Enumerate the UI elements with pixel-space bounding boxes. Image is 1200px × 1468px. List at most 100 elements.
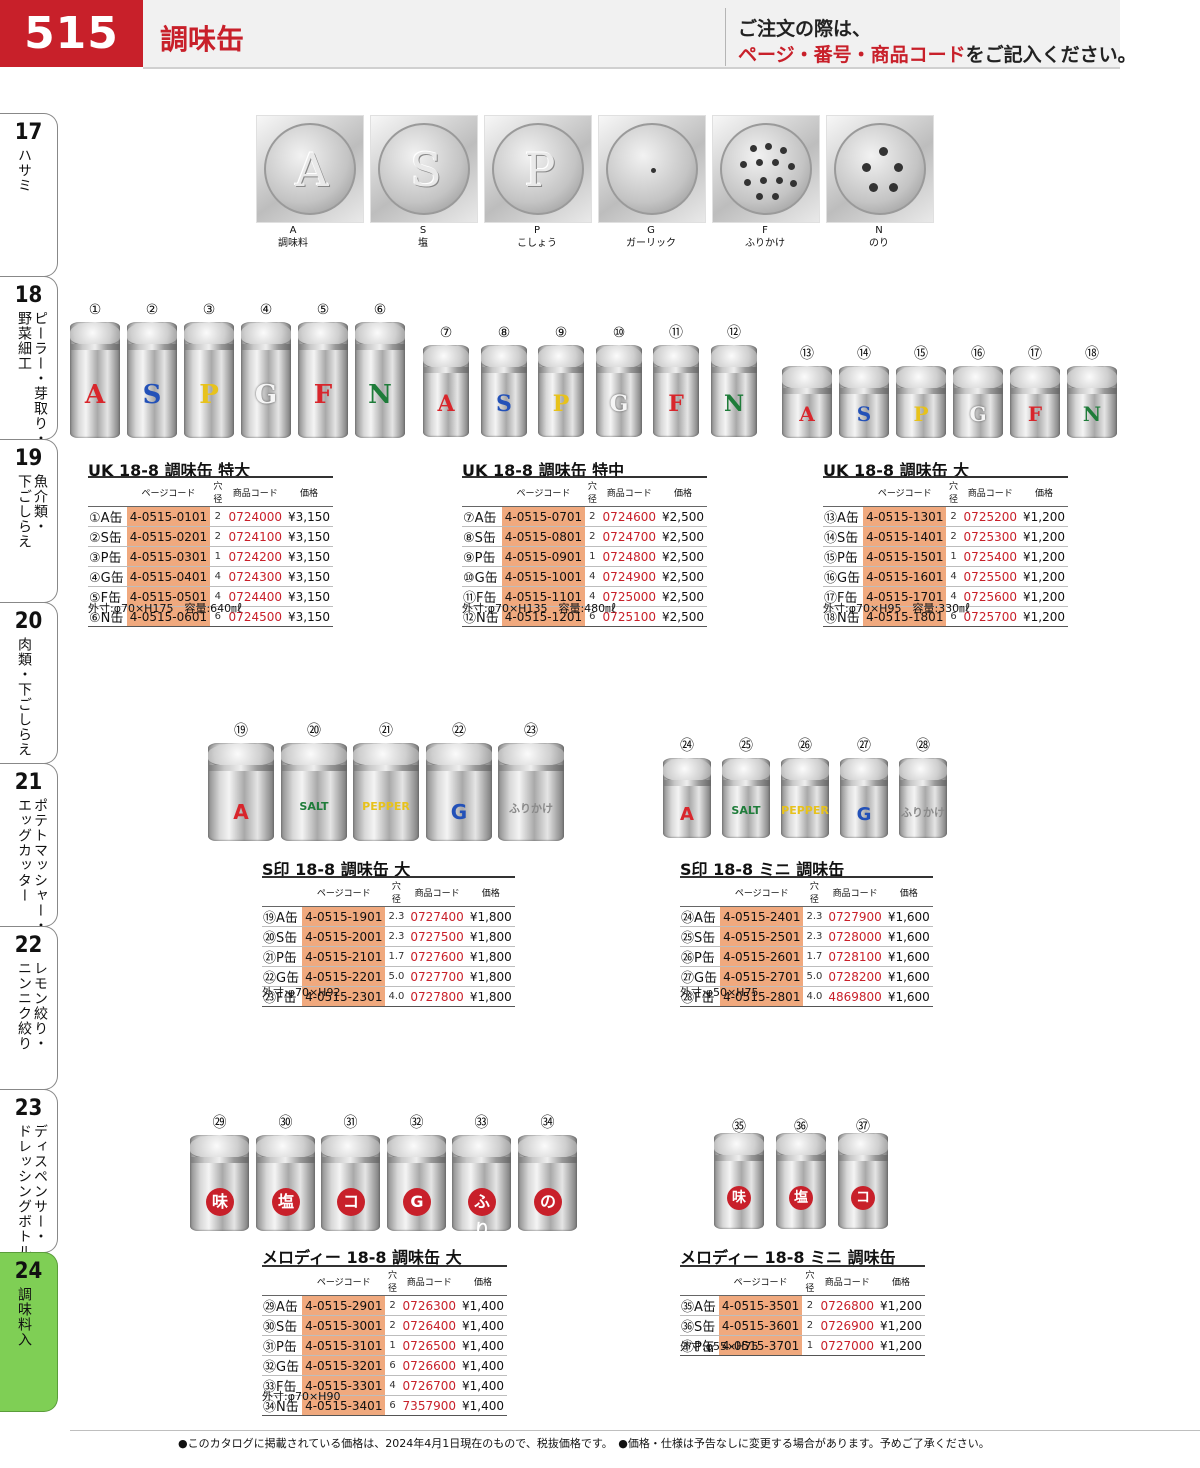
col-page-code: ページコード — [501, 476, 586, 507]
page-code: 4-0515-3001 — [302, 1315, 386, 1336]
hole-size: 1 — [802, 1335, 818, 1356]
hole-size: 1.7 — [803, 946, 826, 967]
can-label: 味 — [727, 1186, 751, 1210]
can-label: S — [142, 380, 162, 410]
can-label: A — [84, 380, 106, 410]
can-label: G — [969, 402, 987, 426]
col-name — [680, 1265, 719, 1296]
price: ¥3,150 — [285, 586, 333, 607]
page-code: 4-0515-2001 — [302, 926, 386, 947]
tab-number: 20 — [14, 609, 43, 634]
page-code: 4-0515-1001 — [501, 566, 586, 587]
can-label: G — [856, 804, 872, 825]
page-code: 4-0515-0601 — [126, 606, 211, 627]
page-code: 4-0515-1601 — [863, 566, 947, 587]
product-code: 0726900 — [817, 1315, 877, 1336]
col-price: 価格 — [877, 1265, 925, 1296]
price: ¥1,800 — [466, 986, 515, 1007]
section-title: S印 18-8 ミニ 調味缶 — [680, 860, 845, 879]
item-name: ㉑P缶 — [262, 946, 303, 967]
col-product-code: 商品コード — [225, 476, 285, 507]
product-code: 0724100 — [225, 526, 285, 547]
page-code: 4-0515-3501 — [718, 1295, 803, 1316]
col-name — [262, 1265, 303, 1296]
item-number: ㉜ — [409, 1115, 424, 1131]
hole-size: 2.3 — [803, 926, 826, 947]
shaker-can-photo: 味 — [190, 1135, 249, 1231]
can-label: 塩 — [272, 1188, 300, 1216]
product-code: 0724200 — [225, 546, 285, 567]
item-name: ⑯G缶 — [823, 566, 864, 587]
item-name: ⑱N缶 — [823, 606, 864, 627]
col-product-code: 商品コード — [960, 476, 1020, 507]
item-name: ㊱S缶 — [680, 1315, 719, 1336]
item-number: ⑭ — [857, 346, 871, 362]
product-code: 0727500 — [407, 926, 467, 947]
tab-label: 調味料入 — [16, 1287, 32, 1347]
can-label: G — [609, 391, 629, 417]
page-code: 4-0515-1501 — [863, 546, 947, 567]
product-code: 0724300 — [225, 566, 285, 587]
item-name: ①A缶 — [88, 506, 127, 527]
order-note-line1: ご注文の際は、 — [738, 18, 872, 40]
item-number: ㉚ — [278, 1115, 293, 1131]
item-number: ㉝ — [474, 1115, 489, 1131]
dimensions-note: 外寸:φ50×H75 — [680, 986, 759, 999]
page-code: 4-0515-0501 — [126, 586, 211, 607]
product-code: 0724400 — [225, 586, 285, 607]
section-title: S印 18-8 調味缶 大 — [262, 860, 411, 879]
price: ¥1,600 — [884, 906, 933, 927]
col-hole: 穴径 — [803, 876, 826, 907]
hole-size: 6 — [585, 606, 600, 627]
item-number: ⑰ — [1028, 346, 1042, 362]
product-code: 0727600 — [407, 946, 467, 967]
page-code: 4-0515-3401 — [302, 1395, 386, 1416]
shaker-can-photo: A — [70, 322, 120, 438]
col-name — [462, 476, 502, 507]
item-number: ㉟ — [732, 1119, 746, 1135]
item-number: ㉘ — [916, 738, 930, 754]
item-number: ㉙ — [212, 1115, 227, 1131]
item-number: ⑮ — [914, 346, 928, 362]
dimensions-note: 外寸:φ70×H175 容量:640㎖ — [88, 602, 243, 615]
shaker-can-photo: P — [538, 345, 584, 437]
col-page-code: ページコード — [863, 476, 947, 507]
hole-size: 6 — [385, 1395, 400, 1416]
page-code: 4-0515-2201 — [302, 966, 386, 987]
item-name: ⑩G缶 — [462, 566, 502, 587]
can-label: SALT — [299, 800, 329, 813]
item-number: ㉞ — [540, 1115, 555, 1131]
item-name: ㉘F缶 — [680, 986, 721, 1007]
hole-size: 2 — [210, 506, 226, 527]
shaker-can-photo: A — [782, 366, 832, 438]
price: ¥2,500 — [659, 506, 707, 527]
col-hole: 穴径 — [946, 476, 961, 507]
shaker-can-photo: A — [208, 743, 274, 841]
hole-size: 2.3 — [385, 926, 408, 947]
can-label: コ — [851, 1186, 875, 1210]
item-name: ㉔A缶 — [680, 906, 721, 927]
col-price: 価格 — [659, 476, 707, 507]
item-number: ⑦ — [439, 325, 453, 341]
item-number: ㉕ — [739, 738, 753, 754]
